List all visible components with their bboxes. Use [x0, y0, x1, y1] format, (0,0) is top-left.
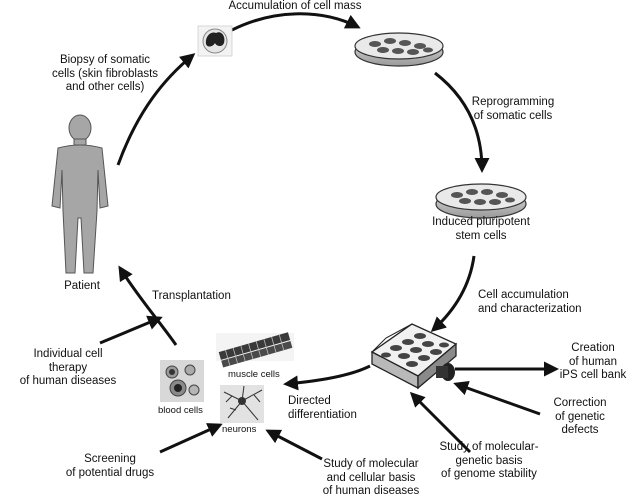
- arrow-directed-differentiation: [283, 364, 371, 391]
- petri-dish-1: [354, 32, 444, 67]
- muscle-cells-label: muscle cells: [228, 369, 280, 380]
- correction-label: Correction of genetic defects: [553, 397, 607, 436]
- neurons-label: neurons: [222, 424, 257, 435]
- patient-label: Patient: [64, 280, 100, 292]
- culture-flask: [370, 323, 458, 390]
- somatic-cell-image: [197, 25, 233, 57]
- muscle-cells-image: [216, 332, 294, 368]
- blood-cells-label: blood cells: [158, 405, 203, 416]
- directed-differentiation-label: Directed differentiation: [288, 395, 357, 421]
- arrow-individual-therapy: [99, 315, 163, 345]
- transplantation-label: Transplantation: [152, 290, 231, 302]
- ips-bank-label: Creation of human iPS cell bank: [559, 342, 627, 381]
- blood-cells-image: [160, 360, 204, 402]
- individual-therapy-label: Individual cell therapy of human disease…: [19, 348, 117, 387]
- arrow-genome-study: [409, 391, 472, 454]
- petri-dish-2: [435, 183, 527, 219]
- cell-accumulation-label: Cell accumulation and characterization: [478, 289, 582, 315]
- drug-screening-label: Screening of potential drugs: [65, 453, 155, 479]
- genome-stability-label: Study of molecular- genetic basis of gen…: [439, 441, 539, 480]
- arrow-cell-mass: [231, 12, 361, 32]
- disease-study-label: Study of molecular and cellular basis of…: [322, 458, 420, 497]
- arrow-disease-study: [265, 429, 323, 461]
- arrow-transplantation: [118, 265, 178, 346]
- arrow-reprogramming: [434, 71, 490, 173]
- neurons-image: [220, 385, 264, 423]
- reprogramming-label: Reprogramming of somatic cells: [471, 96, 555, 122]
- arrow-to-flask: [430, 255, 476, 333]
- arrow-correction: [453, 380, 541, 416]
- ipsc-label: Induced pluripotent stem cells: [432, 216, 530, 242]
- patient-silhouette: [51, 114, 109, 274]
- arrow-patient-to-biopsy: [116, 53, 196, 166]
- biopsy-label: Biopsy of somatic cells (skin fibroblast…: [51, 54, 159, 93]
- arrow-screening: [159, 423, 223, 454]
- accumulation-label: Accumulation of cell mass: [228, 0, 362, 12]
